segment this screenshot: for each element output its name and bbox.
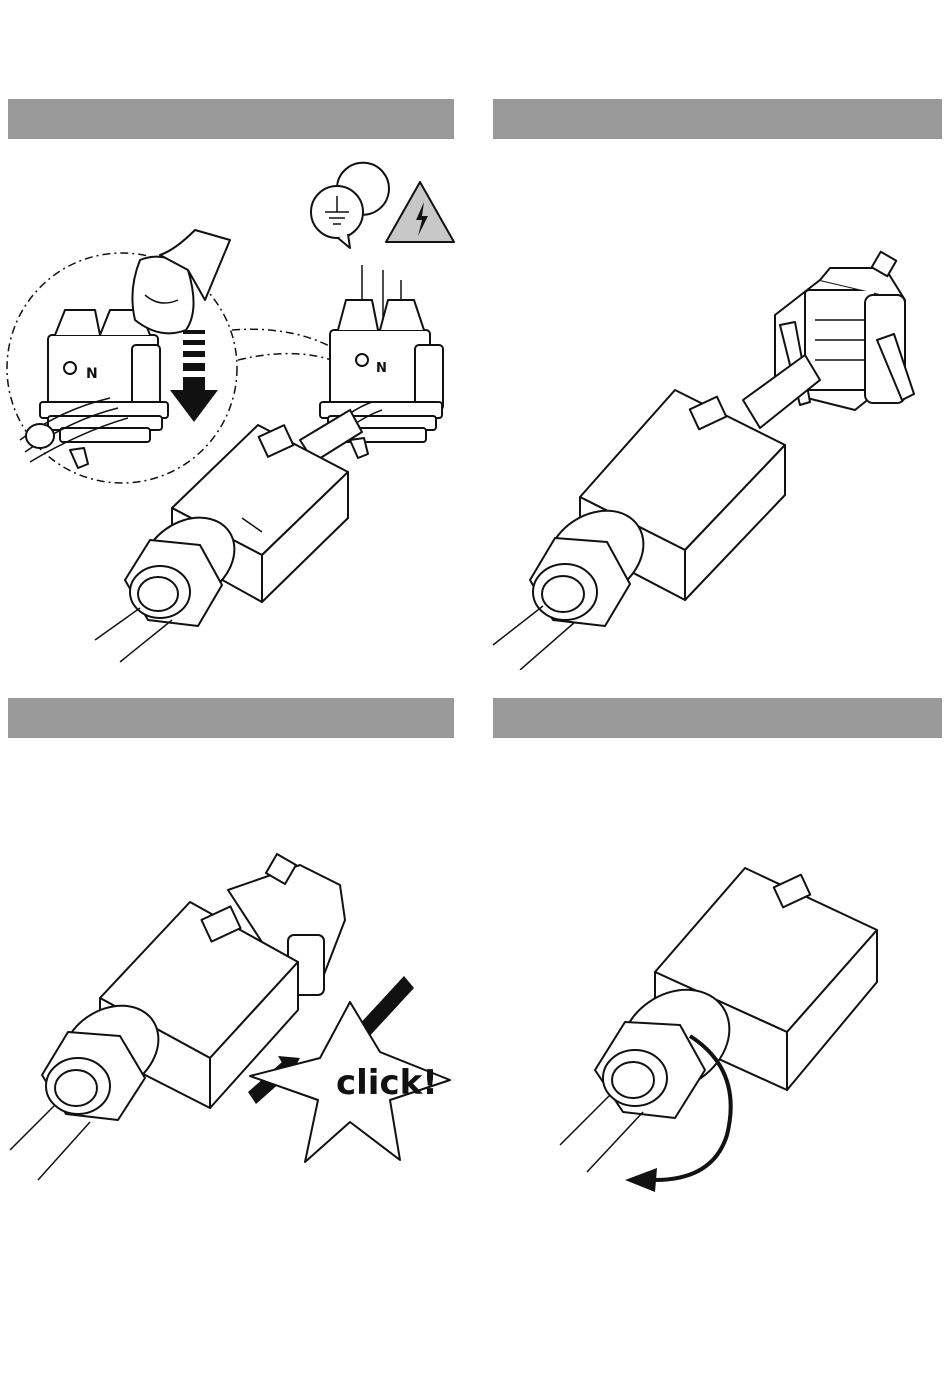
press-down-arrow-icon [170,330,218,422]
zoom-terminal-block: N [20,310,168,468]
step-3-header [8,698,454,738]
step-2-illustration [475,140,950,670]
step-4-illustration [475,740,950,1200]
high-voltage-warning-icon [386,182,454,242]
step-2-header [493,99,942,139]
step-3-illustration: click! [0,740,475,1200]
step-1-illustration: N [0,140,475,670]
zoom-neutral-mark: N [86,366,98,382]
click-label: click! [336,1063,438,1103]
step-4-header [493,698,942,738]
ground-symbol-icon [311,163,389,248]
neutral-mark: N [376,361,387,376]
step-1-header [8,99,454,139]
finger-press [132,230,230,333]
